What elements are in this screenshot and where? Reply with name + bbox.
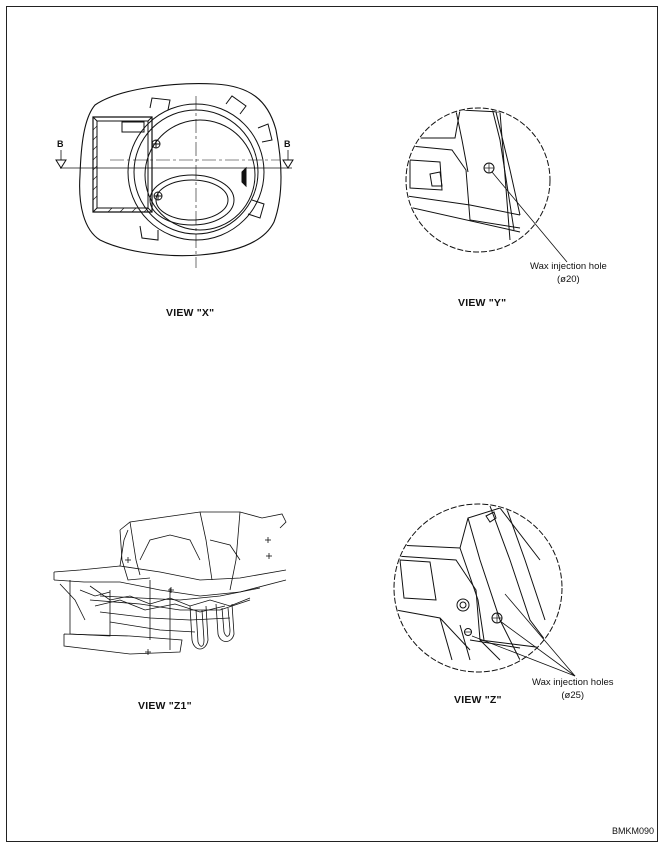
view-x-label: VIEW "X" bbox=[166, 307, 215, 319]
view-z1-drawing bbox=[53, 511, 287, 655]
drawing-frame bbox=[6, 6, 658, 842]
view-y-label: VIEW "Y" bbox=[458, 297, 507, 309]
view-z-drawing bbox=[393, 503, 576, 677]
view-z-callout: Wax injection holes (ø25) bbox=[532, 676, 614, 702]
figure-code: BMKM090 bbox=[612, 826, 655, 836]
view-y-callout: Wax injection hole (ø20) bbox=[530, 260, 607, 286]
section-mark-left: B bbox=[57, 139, 64, 149]
wax-holes-note: Wax injection holes bbox=[532, 677, 614, 688]
wax-hole-note: Wax injection hole bbox=[530, 261, 607, 272]
view-x-drawing bbox=[55, 83, 294, 268]
view-y-drawing bbox=[405, 107, 568, 263]
view-z1-label: VIEW "Z1" bbox=[138, 700, 192, 712]
wax-holes-size: (ø25) bbox=[561, 690, 585, 701]
wax-hole-size: (ø20) bbox=[557, 274, 580, 285]
section-mark-right: B bbox=[284, 139, 291, 149]
view-z-label: VIEW "Z" bbox=[454, 694, 502, 706]
